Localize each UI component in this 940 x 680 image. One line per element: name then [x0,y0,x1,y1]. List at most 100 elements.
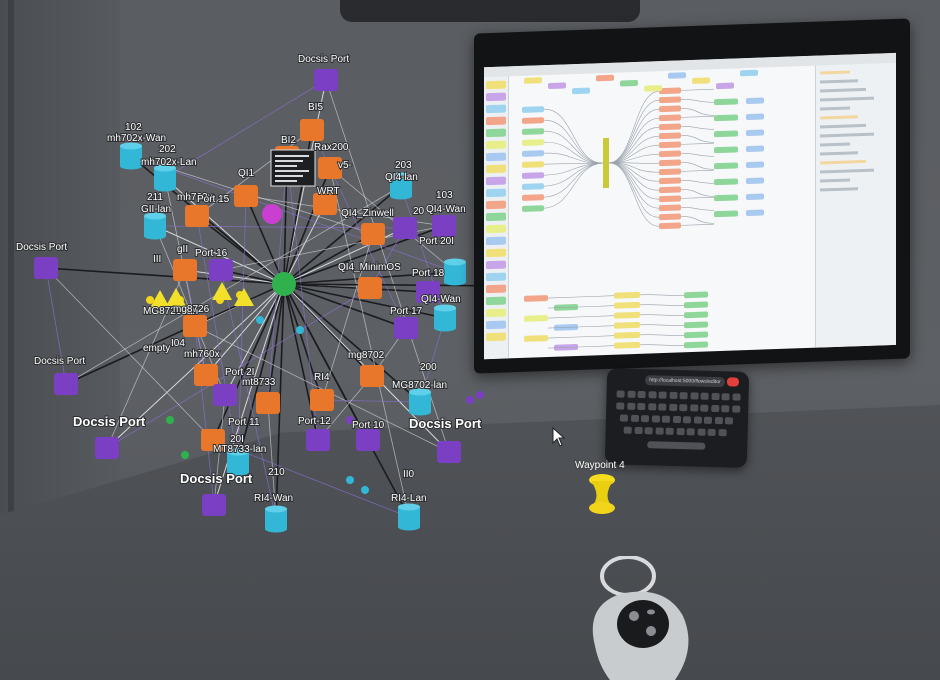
keyboard-key[interactable] [627,390,636,398]
keyboard-key[interactable] [700,392,709,400]
palette-node[interactable] [486,104,506,114]
flow-node[interactable] [614,301,640,309]
flow-node[interactable] [614,291,640,299]
flow-node[interactable] [522,150,544,157]
graph-node-cylinder[interactable] [144,212,166,240]
graph-node-port[interactable] [34,257,58,279]
graph-node-port[interactable] [95,437,119,459]
flow-node[interactable] [572,87,590,95]
keyboard-key[interactable] [668,403,677,411]
graph-node-cylinder[interactable] [227,448,249,476]
palette-node[interactable] [486,92,506,102]
flow-node[interactable] [522,183,544,190]
graph-node-cube[interactable] [201,429,225,451]
palette-node[interactable] [486,176,506,186]
flow-node[interactable] [659,177,681,185]
keyboard-key[interactable] [648,391,657,399]
graph-node-cylinder[interactable] [390,172,412,200]
graph-node-port[interactable] [432,215,456,237]
graph-node-cylinder[interactable] [398,503,420,531]
flow-node[interactable] [659,96,681,104]
keyboard-url-field[interactable]: http://localhost:5000/flows/editor [644,375,726,388]
keyboard-key[interactable] [640,415,650,423]
graph-node-cylinder[interactable] [265,505,287,533]
flow-node[interactable] [684,321,708,329]
flow-node[interactable] [524,335,548,342]
palette-node[interactable] [486,80,506,90]
flow-node[interactable] [522,161,544,168]
keyboard-key[interactable] [676,427,685,436]
graph-node-cube[interactable] [358,277,382,299]
flow-node[interactable] [716,82,734,90]
flow-node[interactable] [714,146,738,154]
graph-node-cylinder[interactable] [120,142,142,170]
flow-node[interactable] [684,291,708,299]
graph-node-cube[interactable] [361,223,385,245]
flow-node[interactable] [714,178,738,186]
keyboard-key[interactable] [703,416,713,424]
flow-node[interactable] [684,301,708,309]
flow-node[interactable] [596,74,614,82]
keyboard-key[interactable] [724,417,734,425]
flow-node[interactable] [659,222,681,230]
keyboard-key[interactable] [644,427,653,435]
flow-node[interactable] [659,195,681,203]
flow-node[interactable] [548,82,566,89]
graph-triangle-node[interactable] [166,288,186,306]
graph-node-cylinder[interactable] [434,304,456,332]
graph-node-port[interactable] [209,259,233,281]
flow-node[interactable] [524,77,542,84]
flow-node[interactable] [714,130,738,138]
graph-node-cube[interactable] [318,157,342,179]
palette-node[interactable] [486,212,506,222]
graph-node-cube[interactable] [313,193,337,215]
flow-node[interactable] [714,114,738,122]
palette-node[interactable] [486,260,506,270]
keyboard-key[interactable] [647,403,656,411]
flow-node[interactable] [524,295,548,302]
palette-node[interactable] [486,224,506,234]
flow-node[interactable] [714,194,738,202]
palette-node[interactable] [486,200,506,210]
keyboard-key[interactable] [661,415,671,423]
palette-node[interactable] [486,284,506,294]
palette-node[interactable] [486,272,506,282]
keyboard-key[interactable] [637,390,646,399]
flow-node[interactable] [614,321,640,329]
flow-node[interactable] [522,139,544,146]
graph-node-port[interactable] [437,441,461,463]
virtual-keyboard[interactable]: http://localhost:5000/flows/editor [604,368,750,468]
graph-node-port[interactable] [394,317,418,339]
flow-node[interactable] [714,210,738,218]
graph-triangle-node[interactable] [234,288,254,306]
keyboard-key[interactable] [616,402,625,410]
palette-node[interactable] [486,236,506,246]
flow-node[interactable] [746,193,764,201]
flow-node[interactable] [746,97,764,105]
flow-node[interactable] [659,141,681,149]
graph-node-cube[interactable] [183,315,207,337]
graph-node-cylinder[interactable] [154,164,176,192]
flow-canvas[interactable] [484,53,896,359]
flow-node[interactable] [614,311,640,319]
flow-node[interactable] [614,341,640,349]
keyboard-key[interactable] [689,404,698,412]
keyboard-key[interactable] [731,405,740,413]
keyboard-key[interactable] [721,405,730,413]
keyboard-key[interactable] [707,428,716,437]
palette-node[interactable] [486,308,506,318]
palette-node[interactable] [486,188,506,198]
flow-node[interactable] [746,209,764,217]
keyboard-key[interactable] [658,391,667,399]
palette-node[interactable] [486,152,506,162]
keyboard-key[interactable] [731,393,741,401]
palette-node[interactable] [486,248,506,258]
flow-node[interactable] [684,311,708,319]
palette-node[interactable] [486,332,506,342]
graph-node-cube[interactable] [234,185,258,207]
flow-node[interactable] [524,315,548,322]
palette-node[interactable] [486,320,506,330]
graph-node-port[interactable] [393,217,417,239]
flow-node[interactable] [620,79,638,87]
